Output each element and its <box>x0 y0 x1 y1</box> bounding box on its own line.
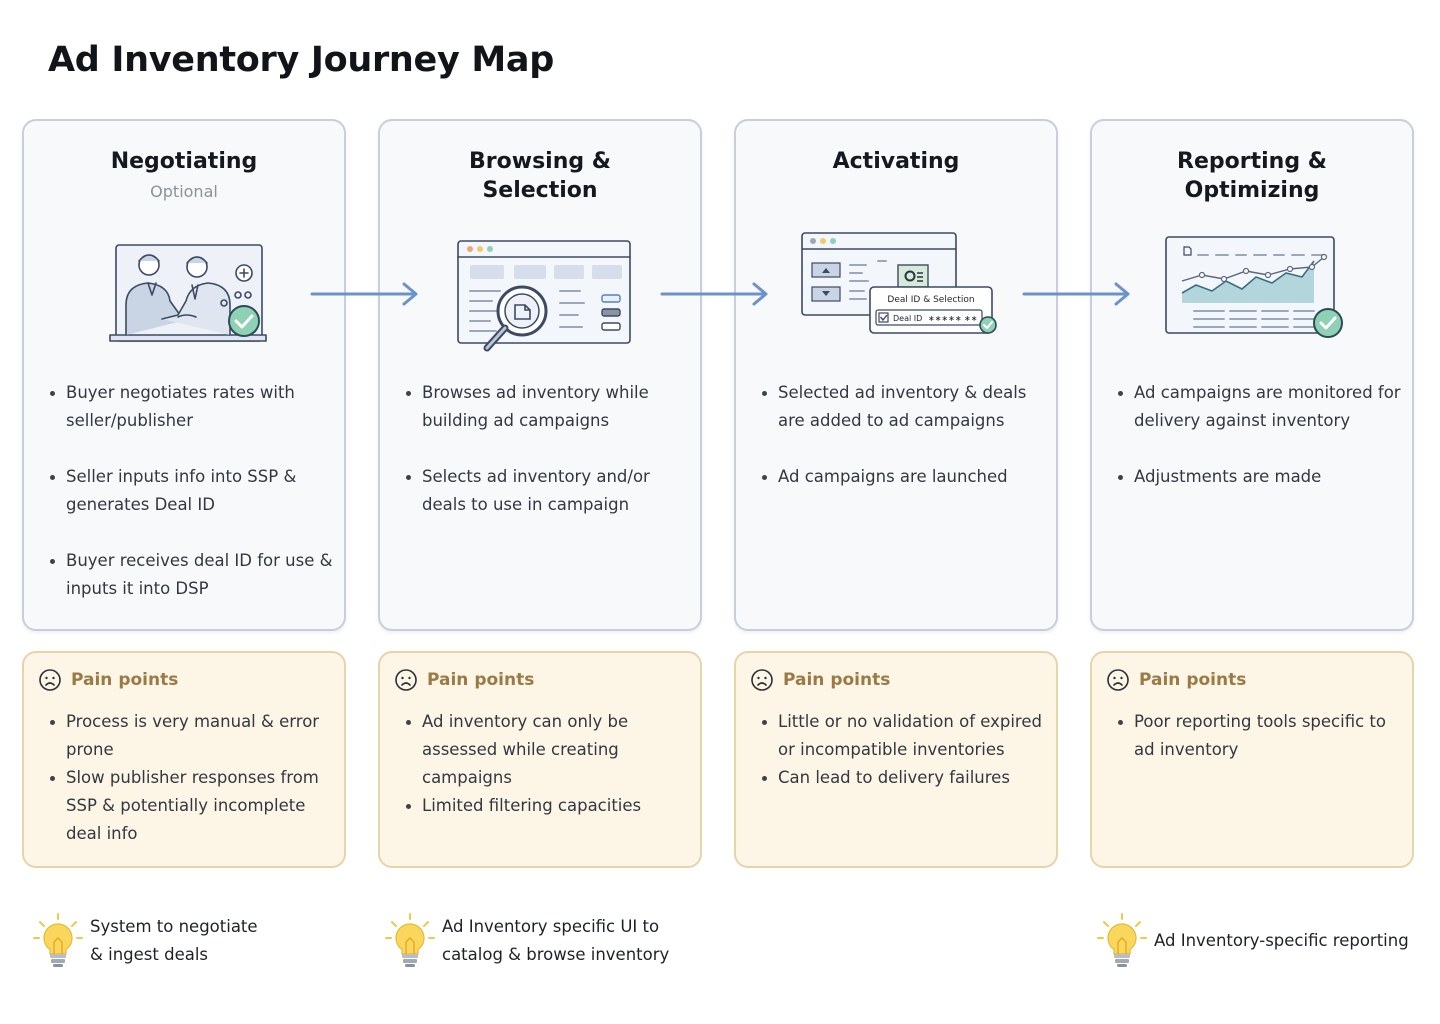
list-item: Slow publisher responses from SSP & pote… <box>48 764 340 848</box>
list-item: Buyer negotiates rates with seller/publi… <box>48 379 338 435</box>
list-item: Poor reporting tools specific to ad inve… <box>1116 708 1408 764</box>
pain-points-list: Process is very manual & error prone Slo… <box>48 708 340 848</box>
deal-selection-window-illustration: Deal ID & Selection Deal ID ∗∗∗∗∗ ∗∗ <box>801 232 997 334</box>
arrow-right-icon <box>310 282 418 306</box>
sad-face-icon <box>751 669 773 691</box>
list-item: Ad inventory can only be assessed while … <box>404 708 696 792</box>
lightbulb-icon <box>385 913 435 967</box>
pain-points-label: Pain points <box>71 670 179 690</box>
stage-card-browsing: Browsing & Selection Browses ad inventor… <box>378 119 702 631</box>
deal-selection-heading: Deal ID & Selection <box>887 295 974 305</box>
stage-steps: Browses ad inventory while building ad c… <box>404 379 694 547</box>
pain-points-card: Pain points Process is very manual & err… <box>22 651 346 868</box>
pain-points-card: Pain points Ad inventory can only be ass… <box>378 651 702 868</box>
stage-steps: Ad campaigns are monitored for delivery … <box>1116 379 1406 519</box>
list-item: Little or no validation of expired or in… <box>760 708 1052 764</box>
idea-text: System to negotiate & ingest deals <box>90 917 258 964</box>
sad-face-icon <box>1107 669 1129 691</box>
idea-reporting: Ad Inventory-specific reporting <box>1096 912 1409 970</box>
stage-steps: Buyer negotiates rates with seller/publi… <box>48 379 338 631</box>
idea-inventory-ui: Ad Inventory specific UI to catalog & br… <box>384 912 669 970</box>
list-item: Seller inputs info into SSP & generates … <box>48 463 338 519</box>
stage-steps: Selected ad inventory & deals are added … <box>760 379 1050 519</box>
pain-points-label: Pain points <box>1139 670 1247 690</box>
list-item: Limited filtering capacities <box>404 792 696 820</box>
list-item: Buyer receives deal ID for use & inputs … <box>48 547 338 603</box>
arrow-right-icon <box>660 282 768 306</box>
browser-magnifier-illustration <box>457 240 631 352</box>
idea-negotiate-ingest: System to negotiate & ingest deals <box>32 912 258 970</box>
lightbulb-icon <box>33 913 83 967</box>
idea-text: Ad Inventory-specific reporting <box>1154 931 1409 950</box>
list-item: Browses ad inventory while building ad c… <box>404 379 694 435</box>
stage-title: Activating <box>832 149 960 174</box>
sad-face-icon <box>395 669 417 691</box>
stage-card-reporting: Reporting & Optimizing Ad campaigns are … <box>1090 119 1414 631</box>
list-item: Adjustments are made <box>1116 463 1406 491</box>
stage-subtitle: Optional <box>150 182 218 201</box>
pain-points-list: Poor reporting tools specific to ad inve… <box>1116 708 1408 764</box>
stage-card-negotiating: Negotiating Optional Buyer negotiates ra… <box>22 119 346 631</box>
idea-text: Ad Inventory specific UI to catalog & br… <box>442 917 670 964</box>
line-chart-report-illustration <box>1165 236 1343 338</box>
pain-points-label: Pain points <box>783 670 891 690</box>
stage-card-activating: Activating Deal ID & Selection Deal ID ∗… <box>734 119 1058 631</box>
list-item: Process is very manual & error prone <box>48 708 340 764</box>
list-item: Selects ad inventory and/or deals to use… <box>404 463 694 519</box>
pain-points-list: Little or no validation of expired or in… <box>760 708 1052 792</box>
list-item: Ad campaigns are launched <box>760 463 1050 491</box>
lightbulb-icon <box>1097 913 1147 967</box>
page-title: Ad Inventory Journey Map <box>48 40 554 80</box>
list-item: Ad campaigns are monitored for delivery … <box>1116 379 1406 435</box>
deal-id-field-label: Deal ID <box>893 314 922 323</box>
pain-points-card: Pain points Little or no validation of e… <box>734 651 1058 868</box>
list-item: Selected ad inventory & deals are added … <box>760 379 1050 435</box>
deal-id-masked-value: ∗∗∗∗∗ ∗∗ <box>928 314 977 323</box>
stage-title: Browsing & Selection <box>469 149 611 203</box>
sad-face-icon <box>39 669 61 691</box>
negotiation-handshake-illustration <box>109 244 267 342</box>
stage-title: Reporting & Optimizing <box>1177 149 1327 203</box>
stage-title: Negotiating <box>110 149 258 174</box>
pain-points-label: Pain points <box>427 670 535 690</box>
pain-points-card: Pain points Poor reporting tools specifi… <box>1090 651 1414 868</box>
pain-points-list: Ad inventory can only be assessed while … <box>404 708 696 820</box>
arrow-right-icon <box>1022 282 1130 306</box>
list-item: Can lead to delivery failures <box>760 764 1052 792</box>
